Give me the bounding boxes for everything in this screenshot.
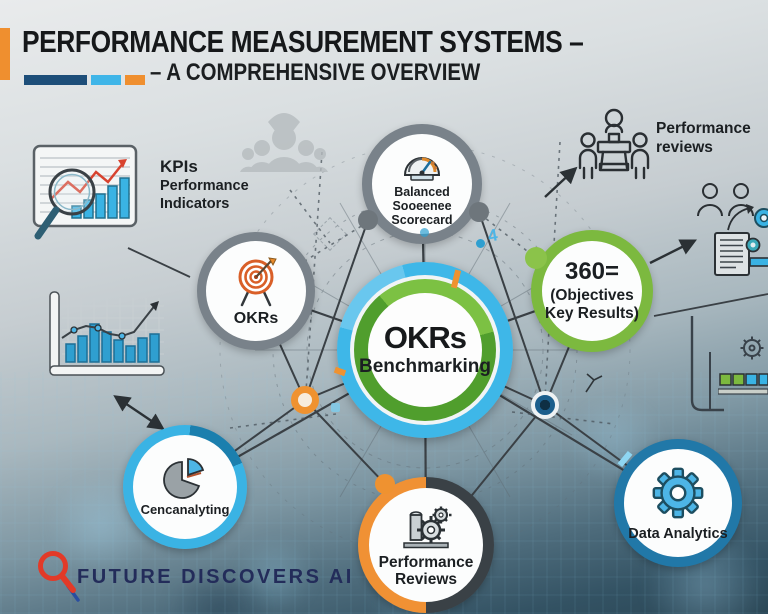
gear-icon xyxy=(652,467,704,519)
performance-reviews-label-line1: Performance xyxy=(656,120,751,137)
bokeh-light xyxy=(230,540,320,610)
kpis-label: KPIs Performance Indicators xyxy=(160,156,249,214)
node-okrs: OKRs xyxy=(197,232,315,350)
node-balanced-scorecard: Balanced Sooeenee Scorecard xyxy=(362,124,482,244)
hub-core: OKRs Benchmarking xyxy=(359,293,491,407)
performance-reviews-label: Performance reviews xyxy=(656,120,751,157)
node-360-line1: 360= xyxy=(564,258,620,286)
performance-reviews-line1: Performance xyxy=(378,553,474,571)
balanced-scorecard-line2: Sooeenee xyxy=(392,198,452,213)
node-performance-reviews: Performance Reviews xyxy=(358,477,494,613)
magnifier-logo-icon xyxy=(38,551,80,602)
brand-wordmark: FUTURE DISCOVERS AI xyxy=(77,566,354,588)
l-shaped-connector xyxy=(690,316,724,412)
node-performance-reviews-inner: Performance Reviews xyxy=(369,488,483,602)
node-360-line3: Key Results) xyxy=(545,304,639,322)
meeting-icon xyxy=(578,108,650,180)
legend-bar-orange xyxy=(125,75,145,85)
connector-node-blue xyxy=(531,391,559,419)
kpi-board-icon xyxy=(32,144,138,240)
hub-subtitle: Benchmarking xyxy=(359,356,491,377)
legend-bar-dark-blue xyxy=(24,75,87,85)
node-benchmarking: Cencanalyting xyxy=(123,425,247,549)
target-icon xyxy=(238,256,277,306)
gear-outline-chart-icon xyxy=(718,336,768,395)
kpis-label-line1: KPIs xyxy=(160,157,198,176)
balanced-scorecard-line3: Scorecard xyxy=(391,212,453,227)
node-okrs-label: OKRs xyxy=(233,309,279,327)
gears-icon xyxy=(403,506,452,548)
node-data-analytics: Data Analytics xyxy=(614,439,742,567)
curved-arrow-gear-icon xyxy=(727,204,768,231)
performance-reviews-label-line2: reviews xyxy=(656,138,713,156)
document-icon xyxy=(714,232,768,276)
connector-node-orange-small xyxy=(375,474,395,494)
node-central-hub: OKRs Benchmarking xyxy=(337,262,513,438)
gauge-icon xyxy=(403,156,441,181)
hub-title: OKRs xyxy=(383,320,467,355)
node-360-label: (Objectives Key Results) xyxy=(545,287,639,322)
page-title: PERFORMANCE MEASUREMENT SYSTEMS – xyxy=(22,24,584,59)
decorative-dot xyxy=(476,239,485,248)
node-360-objectives: 360= (Objectives Key Results) xyxy=(531,230,653,352)
node-benchmarking-inner: Cencanalyting xyxy=(133,435,237,539)
performance-reviews-line2: Reviews xyxy=(394,571,458,588)
kpis-label-line2: Performance xyxy=(160,178,249,195)
kpis-label-line3: Indicators xyxy=(160,196,230,213)
two-person-icon xyxy=(697,183,754,217)
node-balanced-scorecard-label: Balanced Sooeenee Scorecard xyxy=(391,185,452,227)
title-accent-bar xyxy=(0,28,10,80)
decorative-dot xyxy=(420,228,429,237)
node-data-analytics-label: Data Analytics xyxy=(628,526,728,543)
balanced-scorecard-line1: Balanced xyxy=(394,184,450,199)
people-group-icon xyxy=(240,113,328,172)
connector-node-green xyxy=(525,247,547,269)
bar-chart-icon xyxy=(49,291,165,376)
connector-node xyxy=(469,202,489,222)
node-360-line2: (Objectives xyxy=(550,287,634,305)
connector-node xyxy=(358,210,378,230)
page-subtitle: – A COMPREHENSIVE OVERVIEW xyxy=(150,59,481,86)
node-benchmarking-label: Cencanalyting xyxy=(140,501,230,517)
legend-bar-light-blue xyxy=(91,75,121,85)
node-performance-reviews-label: Performance Reviews xyxy=(379,554,474,589)
pie-chart-icon xyxy=(163,457,205,499)
connector-node-orange xyxy=(291,386,319,414)
decorative-square xyxy=(331,403,340,412)
